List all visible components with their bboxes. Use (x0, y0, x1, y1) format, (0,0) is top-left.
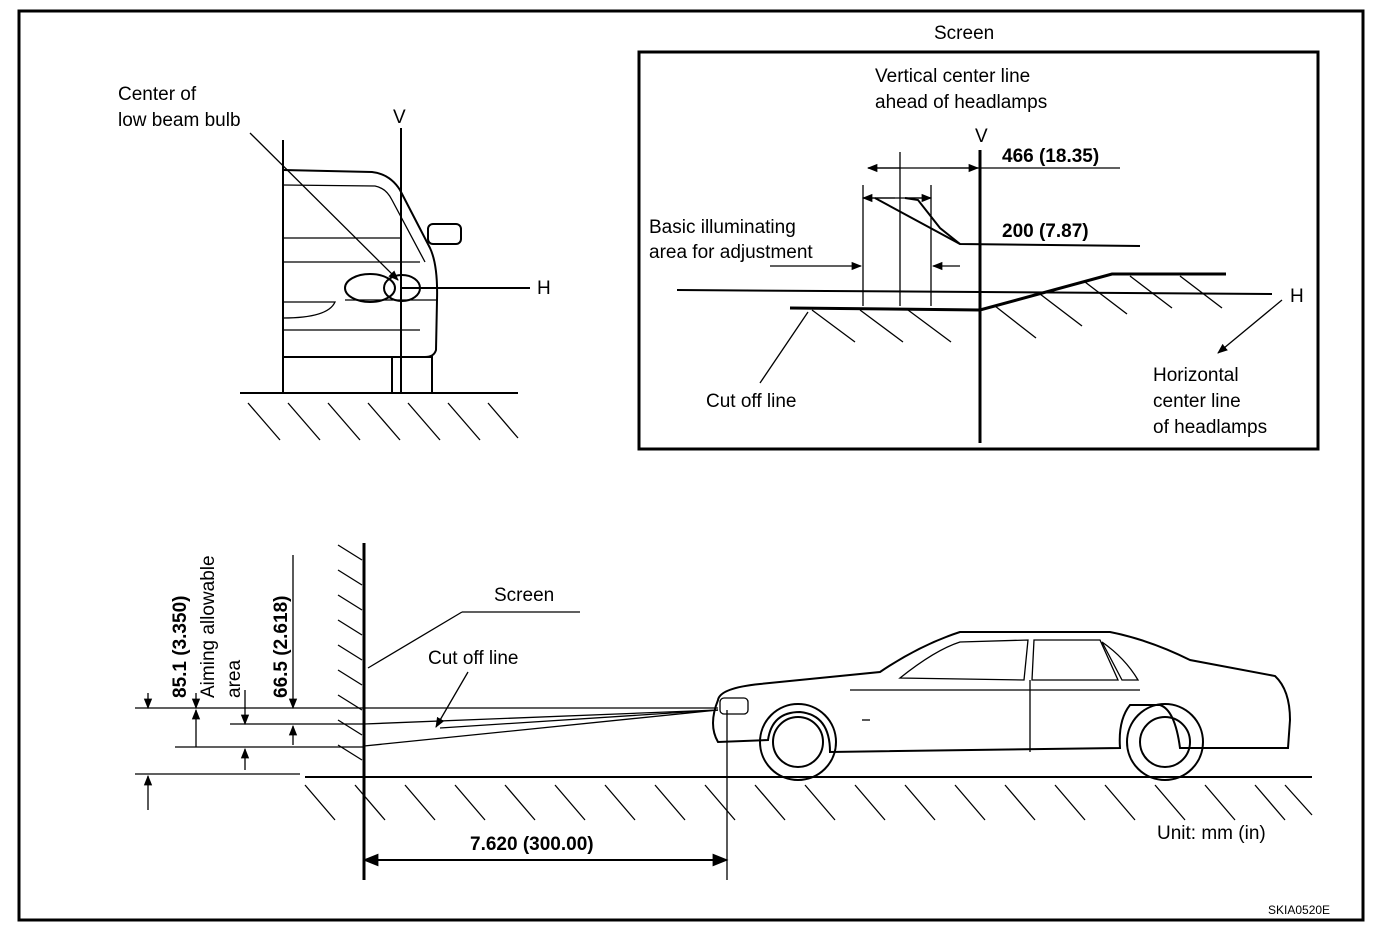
screen-wall-hatch (337, 544, 363, 761)
cutoff-hatch (811, 275, 1223, 343)
cut-off-label-screen: Cut off line (706, 391, 796, 412)
aiming-label-1: Aiming allowable (198, 555, 219, 698)
figure-code: SKIA0520E (1268, 903, 1330, 917)
distance-label: 7.620 (300.00) (470, 834, 594, 855)
front-view: V H Center of low beam bulb (118, 84, 551, 441)
basic-area-1: Basic illuminating (649, 217, 796, 238)
screen-title: Screen (934, 23, 994, 44)
horizontal-center-3: of headlamps (1153, 417, 1267, 438)
screen-label-side: Screen (494, 585, 554, 606)
screen-box-frame (637, 50, 1320, 451)
vertical-center-line-2: ahead of headlamps (875, 92, 1047, 113)
unit-label: Unit: mm (in) (1157, 823, 1266, 844)
ground-hatch-front (247, 402, 519, 441)
v-label-front: V (393, 107, 406, 128)
dim-66-5: 66.5 (2.618) (271, 596, 292, 698)
horizontal-center-1: Horizontal (1153, 365, 1239, 386)
dim-200: 200 (7.87) (1002, 221, 1089, 242)
screen-pattern-box: Screen Vertical center line ahead of hea… (637, 23, 1320, 451)
dim-466: 466 (18.35) (1002, 146, 1099, 167)
center-bulb-label-2: low beam bulb (118, 110, 241, 131)
h-label-front: H (537, 278, 551, 299)
center-bulb-label-1: Center of (118, 84, 197, 105)
vertical-center-line-1: Vertical center line (875, 66, 1030, 87)
cut-off-label-side: Cut off line (428, 648, 518, 669)
aiming-label-2: area (224, 660, 245, 698)
dim-85-1: 85.1 (3.350) (170, 596, 191, 698)
ground-hatch-side (304, 784, 1313, 821)
v-label-screen: V (975, 126, 988, 147)
car-side-view (712, 631, 1292, 781)
basic-area-2: area for adjustment (649, 242, 813, 263)
h-label-screen: H (1290, 286, 1304, 307)
horizontal-center-2: center line (1153, 391, 1241, 412)
figure-frame (17, 9, 1365, 922)
side-view: 85.1 (3.350) Aiming allowable area 66.5 … (135, 543, 1313, 880)
